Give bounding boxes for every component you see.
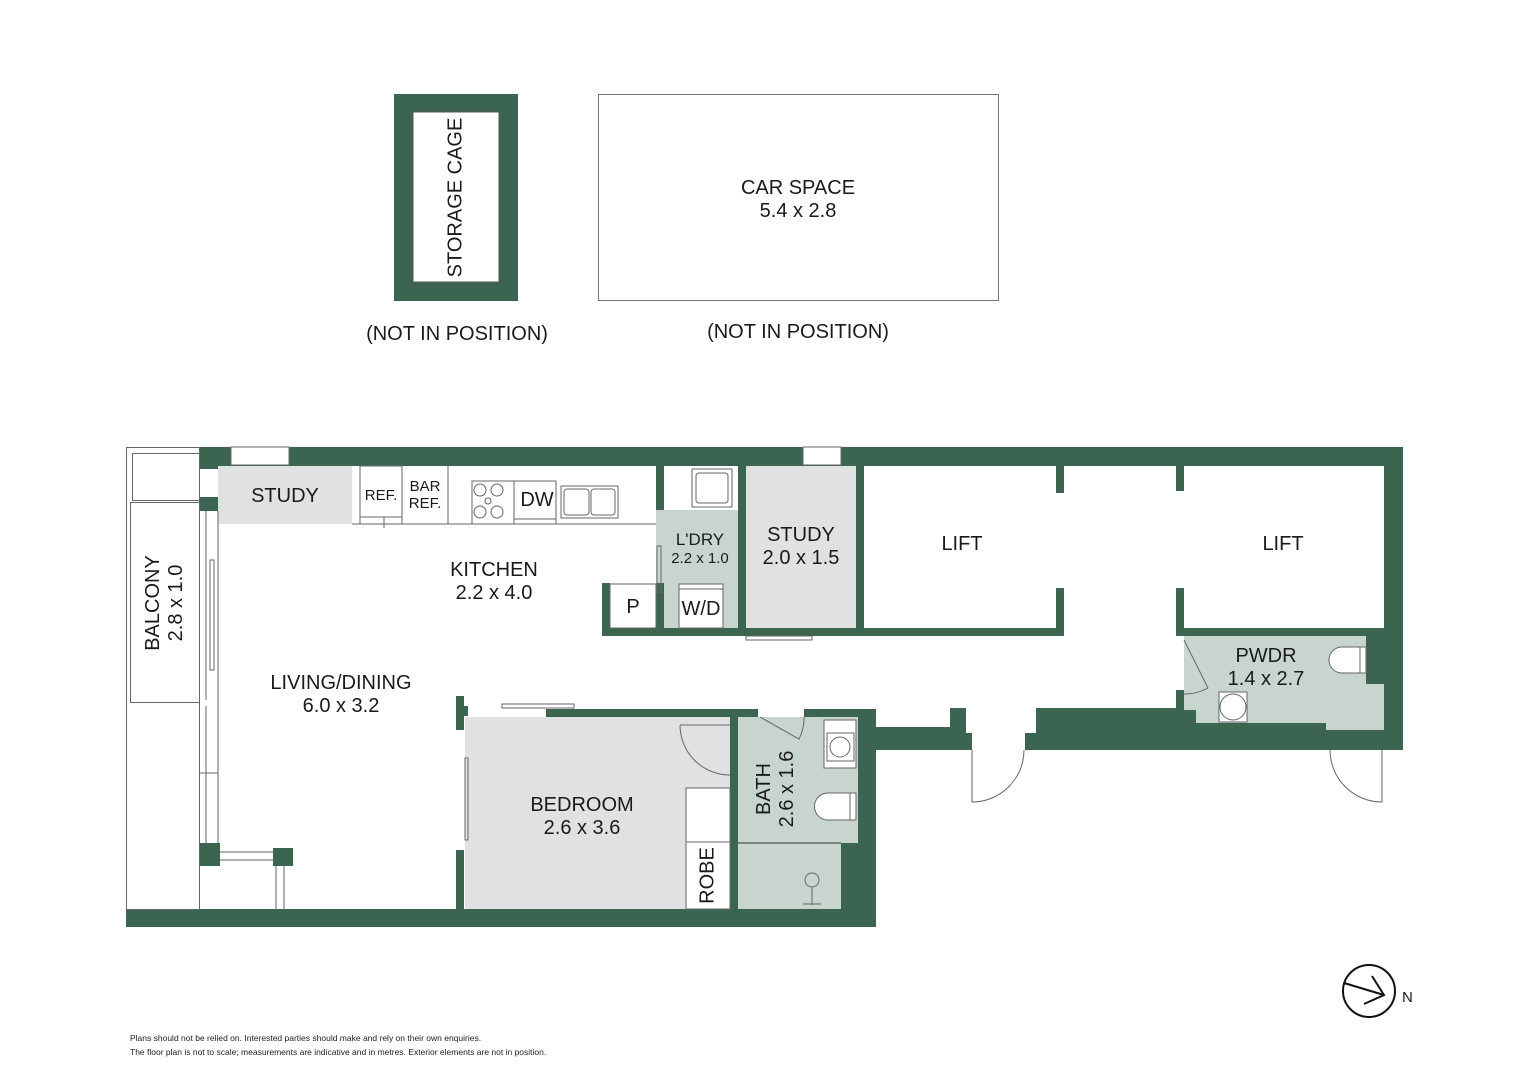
- disclaimer-line-1: Plans should not be relied on. Intereste…: [130, 1033, 482, 1043]
- laundry-name: L'DRY: [675, 530, 725, 549]
- powder-label: PWDR 1.4 x 2.7: [1206, 645, 1326, 691]
- north-label: N: [1402, 989, 1413, 1006]
- balcony-name: BALCONY: [142, 555, 164, 651]
- car-space-name: CAR SPACE: [740, 177, 856, 199]
- living-dims: 6.0 x 3.2: [302, 695, 380, 717]
- powder-name: PWDR: [1235, 645, 1297, 667]
- laundry-dims: 2.2 x 1.0: [671, 549, 729, 567]
- pantry-label: P: [626, 596, 640, 618]
- lift-1-label: LIFT: [941, 533, 983, 555]
- lift-2-label: LIFT: [1262, 533, 1304, 555]
- car-space-note: (NOT IN POSITION): [707, 321, 889, 343]
- kitchen-name: KITCHEN: [450, 559, 538, 581]
- bath-name: BATH: [753, 763, 775, 815]
- car-space-dims: 5.4 x 2.8: [759, 200, 837, 222]
- balcony-dims: 2.8 x 1.0: [165, 564, 187, 642]
- bedroom-label: BEDROOM 2.6 x 3.6: [502, 794, 662, 840]
- car-space-outline: [598, 94, 999, 301]
- laundry-label: L'DRY 2.2 x 1.0: [662, 530, 738, 567]
- kitchen-label: KITCHEN 2.2 x 4.0: [414, 559, 574, 605]
- bath-dims: 2.6 x 1.6: [776, 750, 798, 828]
- disclaimer: Plans should not be relied on. Intereste…: [130, 1031, 546, 1059]
- powder-dims: 1.4 x 2.7: [1227, 668, 1305, 690]
- robe-label: ROBE: [696, 847, 719, 904]
- study-2-fill: [746, 466, 856, 628]
- bedroom-dims: 2.6 x 3.6: [543, 817, 621, 839]
- car-space-label: CAR SPACE 5.4 x 2.8: [698, 177, 898, 223]
- storage-cage-label: STORAGE CAGE: [444, 117, 467, 278]
- study-2-name: STUDY: [767, 524, 835, 546]
- study-2-dims: 2.0 x 1.5: [762, 547, 840, 569]
- living-label: LIVING/DINING 6.0 x 3.2: [241, 672, 441, 718]
- dw-label: DW: [520, 489, 554, 511]
- study-1-label: STUDY: [251, 485, 319, 507]
- wd-label: W/D: [681, 598, 721, 620]
- balcony-label: BALCONY 2.8 x 1.0: [142, 543, 188, 663]
- study-1-fill: [218, 466, 352, 524]
- disclaimer-line-2: The floor plan is not to scale; measurem…: [130, 1047, 547, 1057]
- compass-icon: [1342, 964, 1396, 1018]
- bedroom-name: BEDROOM: [530, 794, 634, 816]
- walls: [126, 447, 1403, 927]
- bath-label: BATH 2.6 x 1.6: [753, 739, 799, 839]
- study-2-label: STUDY 2.0 x 1.5: [746, 524, 856, 570]
- ref-label: REF.: [364, 487, 398, 504]
- storage-cage-note: (NOT IN POSITION): [366, 323, 548, 345]
- kitchen-dims: 2.2 x 4.0: [455, 582, 533, 604]
- living-name: LIVING/DINING: [270, 672, 412, 694]
